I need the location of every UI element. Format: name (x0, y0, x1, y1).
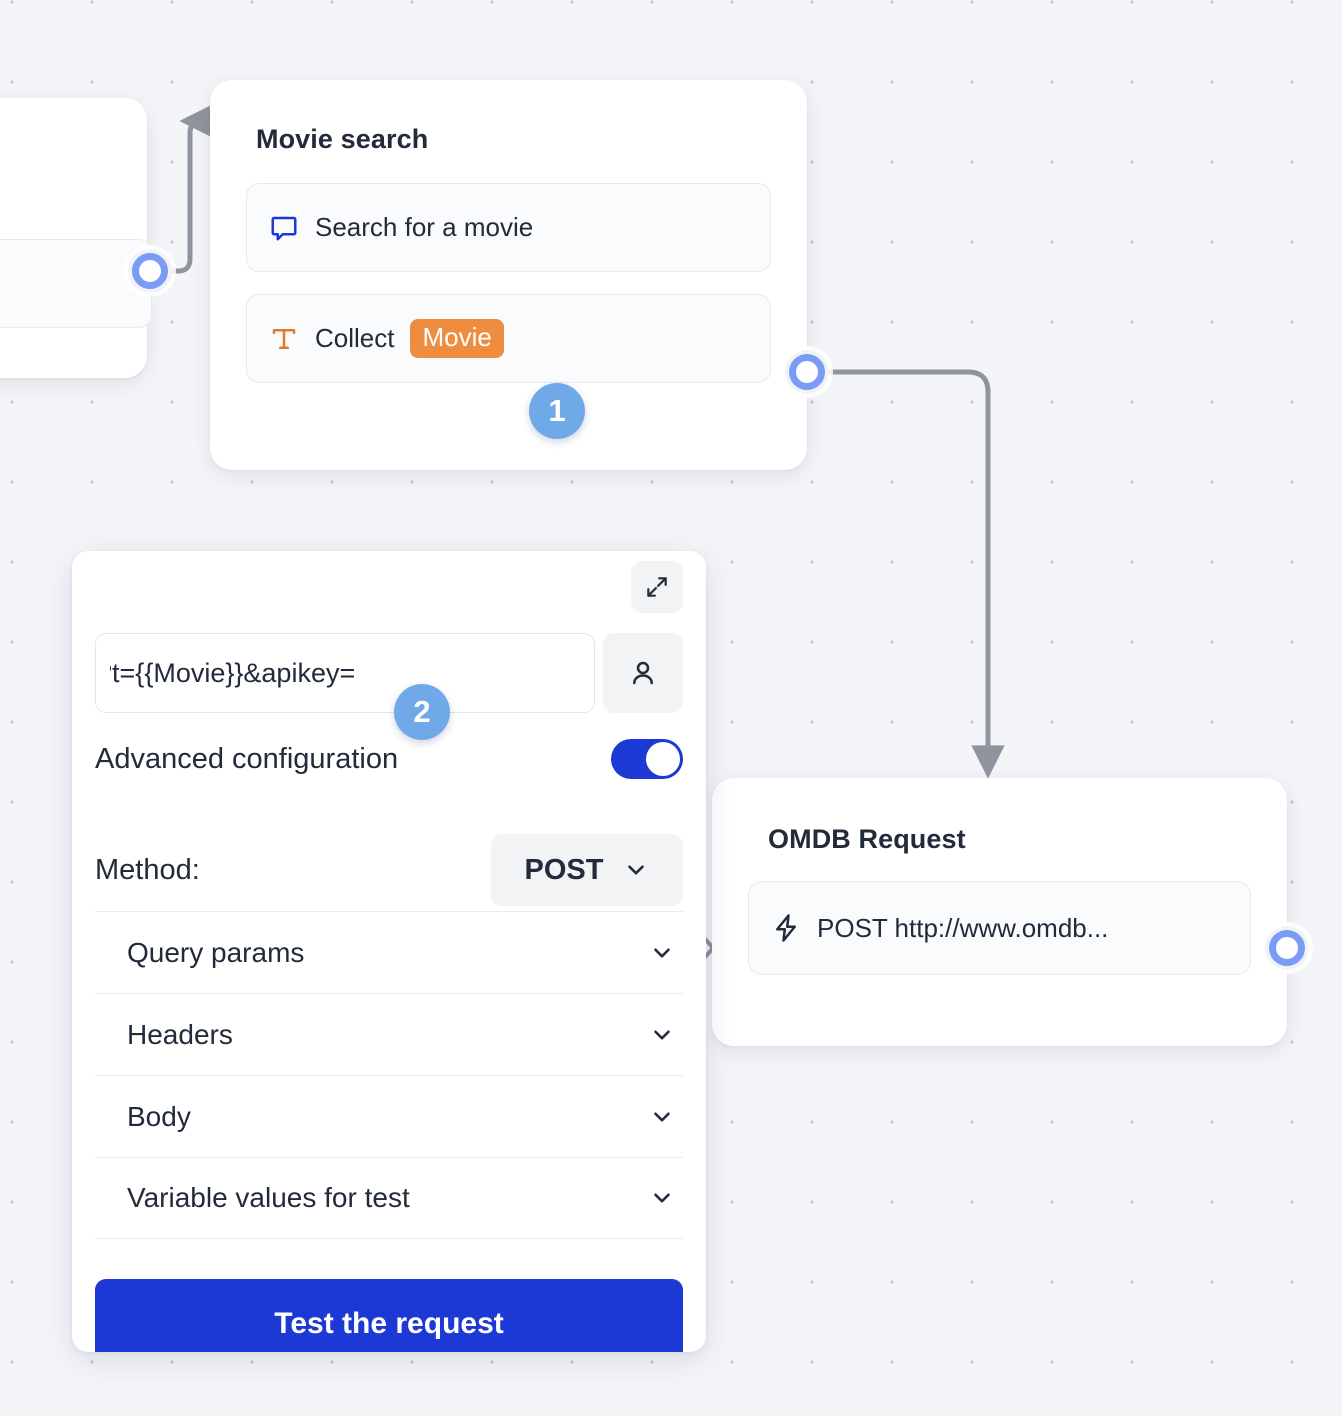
accordion-item-body[interactable]: Body (95, 1075, 683, 1157)
text-field-icon (269, 324, 299, 354)
trigger-node[interactable] (0, 98, 152, 378)
accordion-item-query-params[interactable]: Query params (95, 911, 683, 993)
advanced-configuration-label: Advanced configuration (95, 742, 399, 775)
movie-search-node[interactable]: Movie search Search for a movie Collect … (210, 80, 807, 470)
expand-panel-button[interactable] (631, 561, 683, 613)
lightning-bolt-icon (771, 913, 801, 943)
trigger-node-row[interactable] (0, 239, 152, 328)
accordion-item-headers[interactable]: Headers (95, 993, 683, 1075)
node-row-search-for-a-movie[interactable]: Search for a movie (246, 183, 771, 272)
person-icon (628, 658, 658, 688)
advanced-configuration-row: Advanced configuration (95, 739, 683, 779)
test-the-request-button[interactable]: Test the request (95, 1279, 683, 1352)
connector-movie-search-to-omdb (828, 369, 1005, 779)
method-select[interactable]: POST (491, 834, 683, 906)
advanced-configuration-toggle[interactable] (611, 739, 683, 779)
url-field-row (95, 633, 683, 713)
method-label: Method: (95, 853, 200, 886)
step-badge-1: 1 (529, 383, 585, 439)
output-port-trigger[interactable] (128, 249, 172, 293)
node-row-label: Search for a movie (315, 212, 534, 242)
output-port-movie-search[interactable] (785, 350, 829, 394)
method-row: Method: POST (95, 834, 683, 906)
node-row-label: Collect (315, 323, 395, 353)
chevron-down-icon (623, 857, 649, 883)
step-badge-2: 2 (394, 684, 450, 740)
request-sections-accordion: Query params Headers Body Variable value… (95, 911, 683, 1239)
message-bubble-icon (269, 213, 299, 243)
user-variable-button[interactable] (603, 633, 683, 713)
chevron-down-icon (649, 1185, 675, 1211)
request-url-input[interactable] (95, 633, 595, 713)
request-config-panel: Advanced configuration Method: POST Quer… (72, 551, 706, 1352)
omdb-request-node[interactable]: OMDB Request POST http://www.omdb... (712, 778, 1287, 1046)
accordion-label: Body (127, 1100, 191, 1132)
node-row-collect-movie[interactable]: Collect Movie (246, 294, 771, 383)
movie-search-title: Movie search (256, 124, 429, 154)
chevron-down-icon (649, 1022, 675, 1048)
method-value: POST (524, 853, 604, 886)
chevron-down-icon (649, 1104, 675, 1130)
connector-trigger-to-movie-search (169, 104, 213, 274)
node-row-label: POST http://www.omdb... (817, 912, 1109, 943)
omdb-request-title: OMDB Request (768, 824, 966, 854)
accordion-label: Variable values for test (127, 1182, 410, 1213)
variable-tag-movie[interactable]: Movie (410, 319, 504, 358)
accordion-label: Query params (127, 936, 305, 968)
expand-arrows-icon (644, 574, 670, 600)
chevron-down-icon (649, 940, 675, 966)
node-row-post-request[interactable]: POST http://www.omdb... (748, 881, 1251, 975)
output-port-omdb-request[interactable] (1265, 926, 1309, 970)
accordion-item-variable-values-for-test[interactable]: Variable values for test (95, 1157, 683, 1239)
accordion-label: Headers (127, 1018, 233, 1050)
